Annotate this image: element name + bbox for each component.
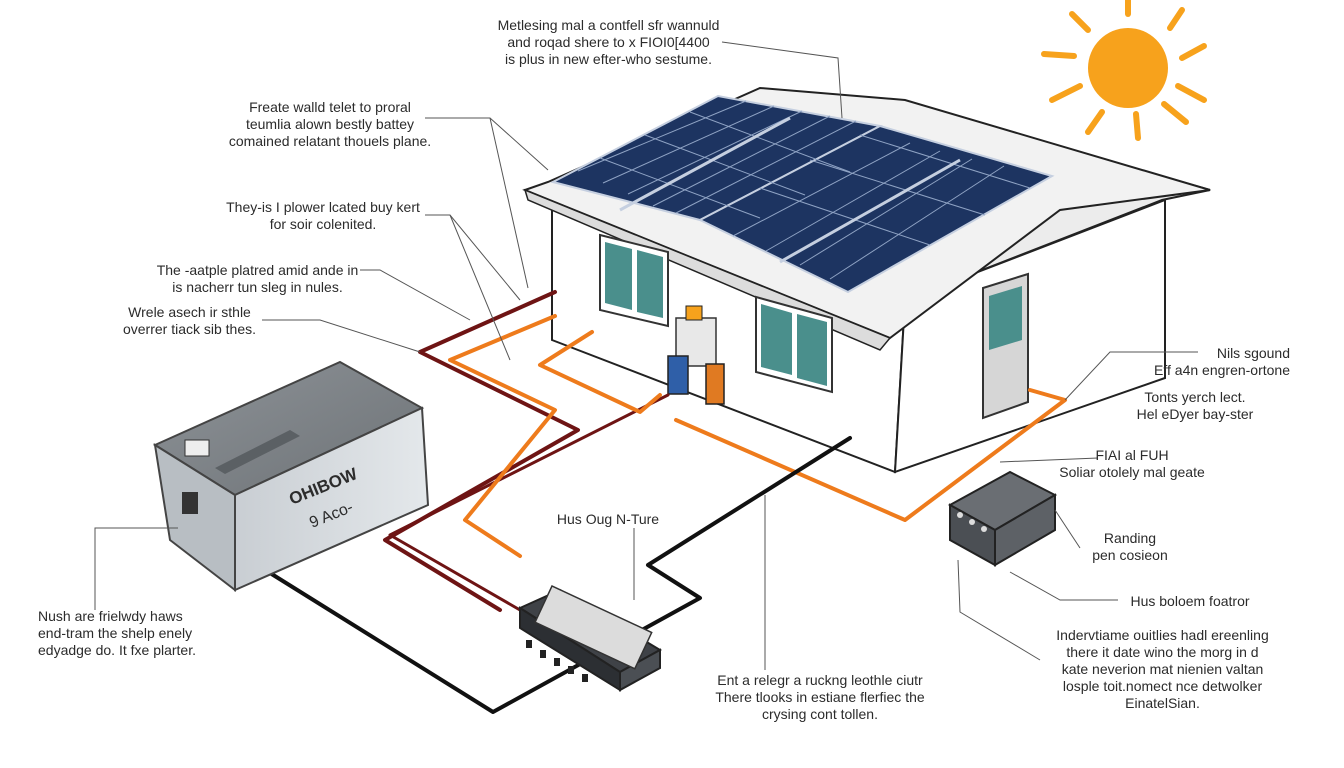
label-center: Hus Oug N-Ture	[556, 511, 660, 527]
label-right-3: FIAI al FUH Soliar otolely mal geate	[1059, 447, 1205, 480]
label-right-5: Hus boloem foatror	[1130, 593, 1250, 609]
door	[982, 272, 1029, 420]
label-left-1: Freate walld telet to proral teumlia alo…	[228, 99, 432, 149]
label-right-2: Tonts yerch lect. Hel eDyer bay-ster	[1136, 389, 1254, 422]
label-bottom-right: Indervtiame ouitlies hadl ereenling ther…	[1056, 627, 1269, 711]
label-left-4: Wrele asech ir sthle overrer tiack sib t…	[122, 304, 257, 337]
label-left-3: The -aatple platred amid ande in is nach…	[156, 262, 359, 295]
wires	[260, 290, 1067, 714]
charge-controller	[517, 585, 663, 692]
label-top-center: Metlesing mal a contfell sfr wannuld and…	[497, 17, 720, 67]
label-left-2: They-is I plower lcated buy kert for soi…	[226, 199, 420, 232]
label-bottom-left: Nush are frielwdy haws end-tram the shel…	[38, 608, 196, 658]
wire-dark-red	[388, 393, 670, 612]
leader-lines	[94, 41, 1198, 670]
inverter-unit	[667, 305, 725, 405]
label-right-1: Nils sgound Eff a4n engren-ortone	[1154, 345, 1290, 378]
house	[522, 86, 1211, 474]
label-right-4: Randing pen cosieon	[1092, 530, 1168, 563]
battery	[152, 360, 430, 593]
solar-panels	[550, 94, 1055, 294]
wire-orange	[674, 388, 1067, 522]
wire-orange	[448, 314, 557, 558]
monitor-box	[947, 470, 1058, 567]
sun-icon	[1041, 0, 1207, 141]
window-right	[755, 295, 833, 394]
label-bottom-center: Ent a relegr a ruckng leothle ciutr Ther…	[715, 672, 925, 722]
wire-black	[260, 436, 852, 714]
window-left	[599, 233, 669, 328]
wire-orange	[538, 330, 662, 414]
wire-dark-red	[383, 290, 580, 612]
